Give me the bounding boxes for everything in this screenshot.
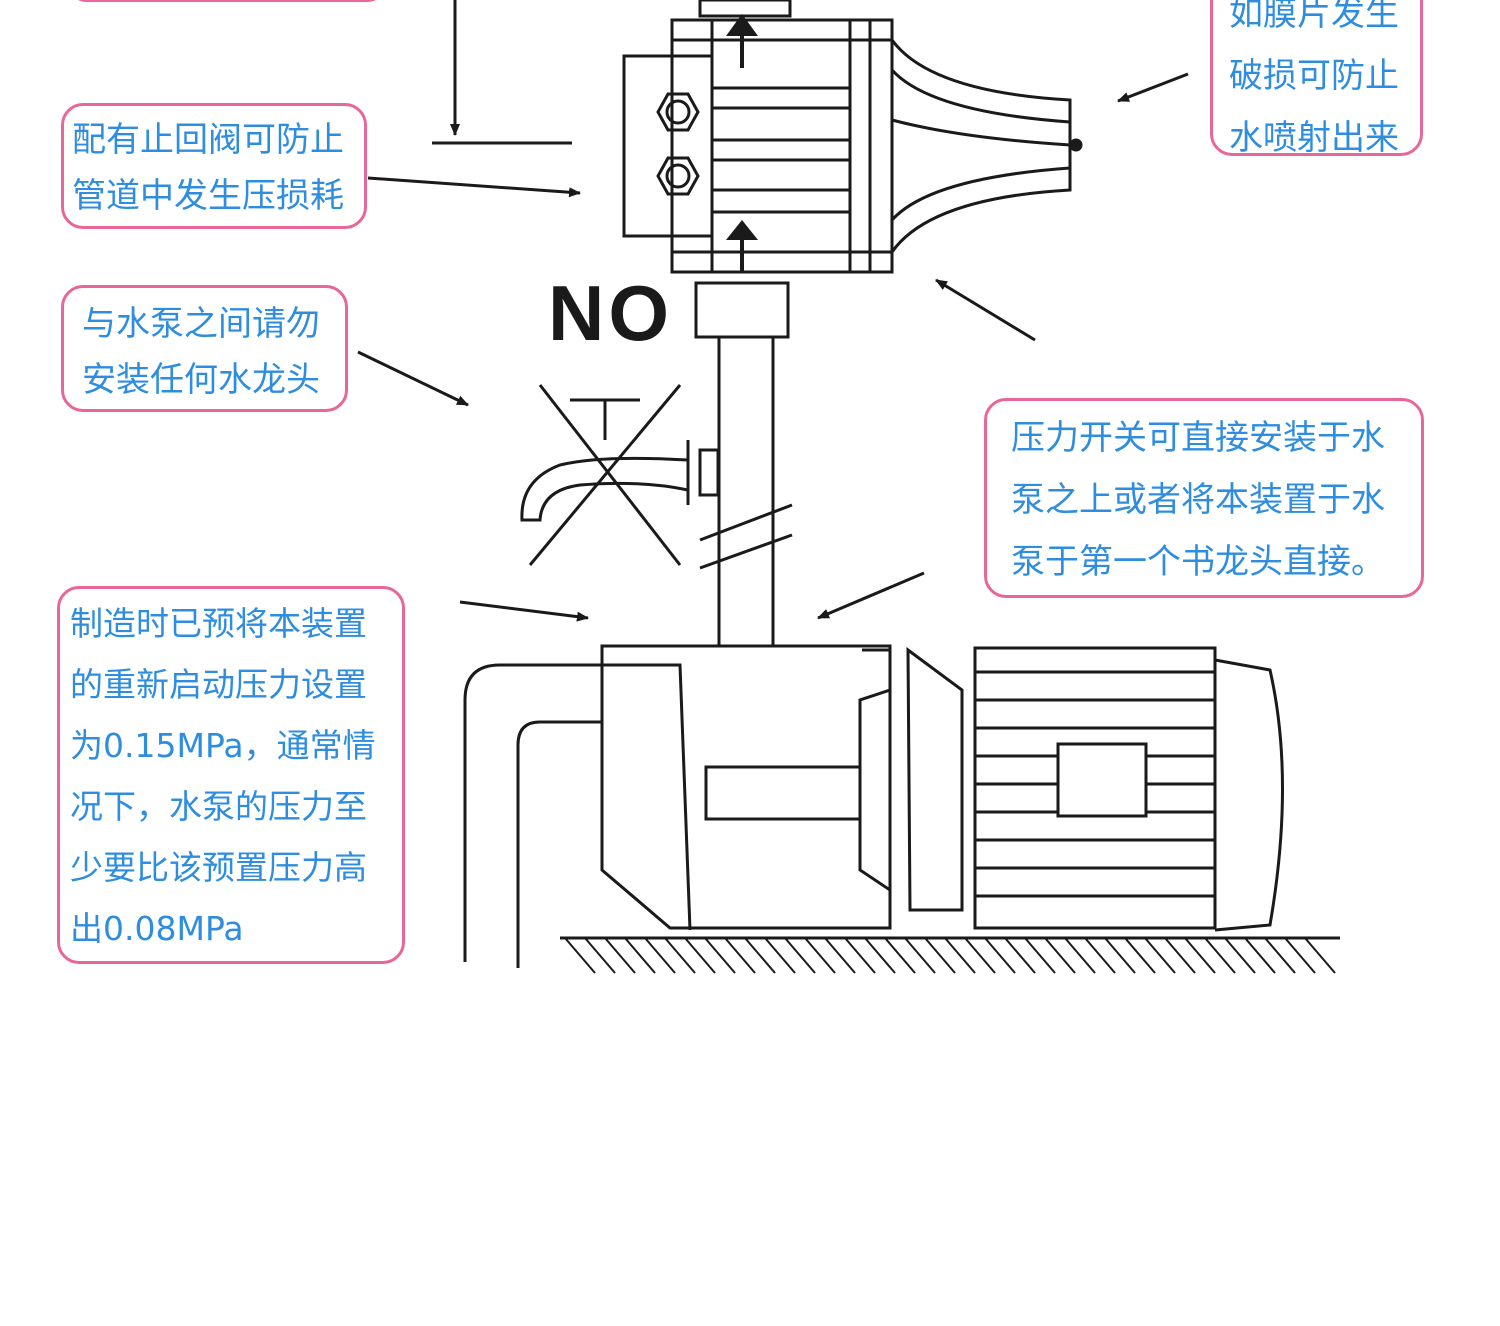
pump-motor — [463, 644, 1284, 968]
arrow-preset — [459, 600, 589, 622]
arrow-check-valve — [367, 176, 581, 198]
hex-nut-bottom — [656, 156, 700, 196]
callout-preset-line: 制造时已预将本装置 — [70, 604, 367, 643]
callout-preset-line: 少要比该预置压力高 — [70, 848, 367, 887]
callout-install: 压力开关可直接安装于水 泵之上或者将本装置于水 泵于第一个书龙头直接。 — [984, 398, 1424, 598]
top-pointer-arrow — [432, 0, 572, 145]
callout-install-line: 泵于第一个书龙头直接。 — [1011, 542, 1385, 582]
callout-check-valve-line: 配有止回阀可防止 — [72, 120, 344, 160]
callout-top-left — [66, 0, 388, 2]
hex-nut-top — [656, 92, 700, 132]
callout-no-faucet-line: 与水泵之间请勿 — [82, 304, 320, 344]
arrow-top-right — [1117, 72, 1189, 103]
callout-preset-line: 况下，水泵的压力至 — [70, 787, 367, 826]
callout-membrane-line: 水喷射出来 — [1229, 118, 1399, 158]
flow-arrow-top — [726, 14, 758, 68]
faucet-crossed-out — [520, 384, 720, 566]
callout-install-line: 压力开关可直接安装于水 — [1011, 418, 1385, 458]
callout-install-line: 泵之上或者将本装置于水 — [1011, 480, 1385, 520]
callout-preset-line: 的重新启动压力设置 — [70, 665, 367, 704]
callout-preset-line: 为0.15MPa，通常情 — [70, 726, 376, 765]
callout-check-valve-line: 管道中发生压损耗 — [72, 176, 344, 216]
callout-membrane-line: 如膜片发生 — [1229, 0, 1399, 34]
flow-arrow-bottom — [726, 220, 758, 272]
no-label: NO — [548, 269, 673, 357]
callout-no-faucet-line: 安装任何水龙头 — [82, 360, 320, 400]
ground-hatching — [560, 936, 1340, 974]
arrow-install — [817, 571, 925, 620]
vertical-pipe — [699, 337, 793, 646]
callout-membrane-line: 破损可防止 — [1229, 56, 1399, 96]
arrow-switch-bottom — [935, 278, 1036, 342]
callout-preset: 制造时已预将本装置 的重新启动压力设置 为0.15MPa，通常情 况下，水泵的压… — [57, 586, 405, 964]
callout-check-valve: 配有止回阀可防止 管道中发生压损耗 — [61, 103, 367, 229]
arrow-no-faucet — [357, 350, 469, 407]
callout-no-faucet: 与水泵之间请勿 安装任何水龙头 — [61, 285, 348, 412]
callout-preset-line: 出0.08MPa — [70, 909, 244, 948]
pressure-switch-body — [622, 0, 1083, 339]
callout-membrane: 如膜片发生 破损可防止 水喷射出来 — [1210, 0, 1423, 158]
